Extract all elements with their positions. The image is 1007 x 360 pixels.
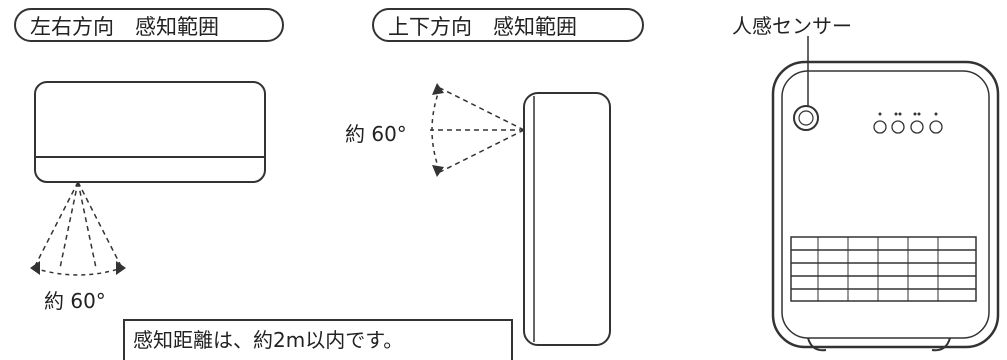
vertical-range-title: 上下方向 感知範囲: [372, 8, 644, 42]
horizontal-angle-label: 約 60°: [44, 289, 106, 313]
sensor-label: 人感センサー: [732, 14, 852, 38]
detection-distance-note: 感知距離は、約2m以内です。: [123, 319, 513, 360]
vertical-detection-cone: [430, 83, 525, 177]
sensor-icon: [793, 105, 819, 131]
heater-grille: [790, 236, 977, 302]
vertical-angle-label: 約 60°: [345, 122, 407, 146]
heater-buttons: [873, 112, 943, 134]
horizontal-view-device: [34, 81, 266, 183]
heater-device: [771, 36, 1000, 352]
vertical-view-device: [523, 92, 611, 346]
horizontal-range-title: 左右方向 感知範囲: [14, 8, 284, 42]
horizontal-detection-cone: [30, 181, 126, 276]
